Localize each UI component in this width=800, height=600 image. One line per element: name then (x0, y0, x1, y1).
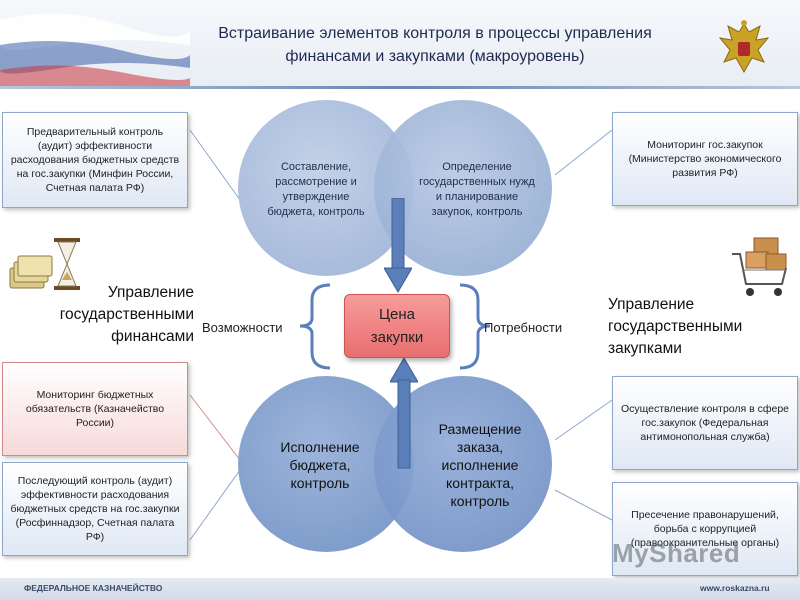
header-band (0, 0, 800, 88)
circle-top-left-text: Составление, рассмотрение и утверждение … (267, 161, 365, 218)
left-box-text: Последующий контроль (аудит) эффективнос… (10, 475, 180, 543)
circle-bottom-right-text: Размещение заказа, исполнение контракта,… (438, 421, 522, 509)
left-box-text: Предварительный контроль (аудит) эффекти… (10, 126, 180, 194)
finance-management-label: Управление государственными финансами (59, 284, 194, 345)
opportunities-label: Возможности (202, 320, 283, 335)
circle-bottom-left-text: Исполнение бюджета, контроль (280, 439, 360, 491)
title-line-1: Встраивание элементов контроля в процесс… (218, 25, 652, 42)
procurement-management-label: Управление государственными закупками (608, 296, 743, 357)
footer-band (0, 578, 800, 600)
right-box-text: Мониторинг гос.закупок (Министерство эко… (628, 139, 782, 179)
arrow-up-icon (390, 358, 418, 469)
left-bracket (299, 283, 331, 370)
left-box-monitoring-obligations: Мониторинг бюджетных обязательств (Казна… (2, 362, 188, 456)
header-divider (0, 86, 800, 89)
money-hourglass-icon (9, 238, 80, 290)
eagle-emblem-icon (716, 18, 772, 78)
title-line-2: финансами и закупками (макроуровень) (285, 48, 585, 65)
right-bracket (459, 283, 491, 370)
flag-graphic (0, 0, 190, 88)
center-price-label: Цена закупки (370, 306, 424, 346)
left-box-subsequent-control: Последующий контроль (аудит) эффективнос… (2, 462, 188, 556)
circle-top-right-text: Определение государственных нужд и плани… (419, 161, 535, 218)
left-box-text: Мониторинг бюджетных обязательств (Казна… (25, 389, 165, 429)
needs-label: Потребности (484, 320, 563, 335)
center-price-box: Цена закупки (344, 294, 450, 358)
right-box-text: Осуществление контроля в сфере гос.закуп… (620, 403, 790, 443)
watermark: MyShared (612, 538, 741, 568)
right-box-monitoring-procurement: Мониторинг гос.закупок (Министерство эко… (612, 112, 798, 206)
right-box-text: Пресечение правонарушений, борьба с корр… (630, 509, 780, 549)
left-box-preliminary-control: Предварительный контроль (аудит) эффекти… (2, 112, 188, 208)
arrow-down-icon (384, 198, 412, 293)
page-title: Встраивание элементов контроля в процесс… (170, 22, 700, 68)
footer-website-link[interactable]: www.roskazna.ru (700, 583, 770, 593)
right-box-law-enforcement: Пресечение правонарушений, борьба с корр… (612, 482, 798, 576)
right-box-fas-control: Осуществление контроля в сфере гос.закуп… (612, 376, 798, 470)
shopping-cart-icon (732, 237, 787, 296)
footer-org-name: ФЕДЕРАЛЬНОЕ КАЗНАЧЕЙСТВО (24, 583, 163, 593)
